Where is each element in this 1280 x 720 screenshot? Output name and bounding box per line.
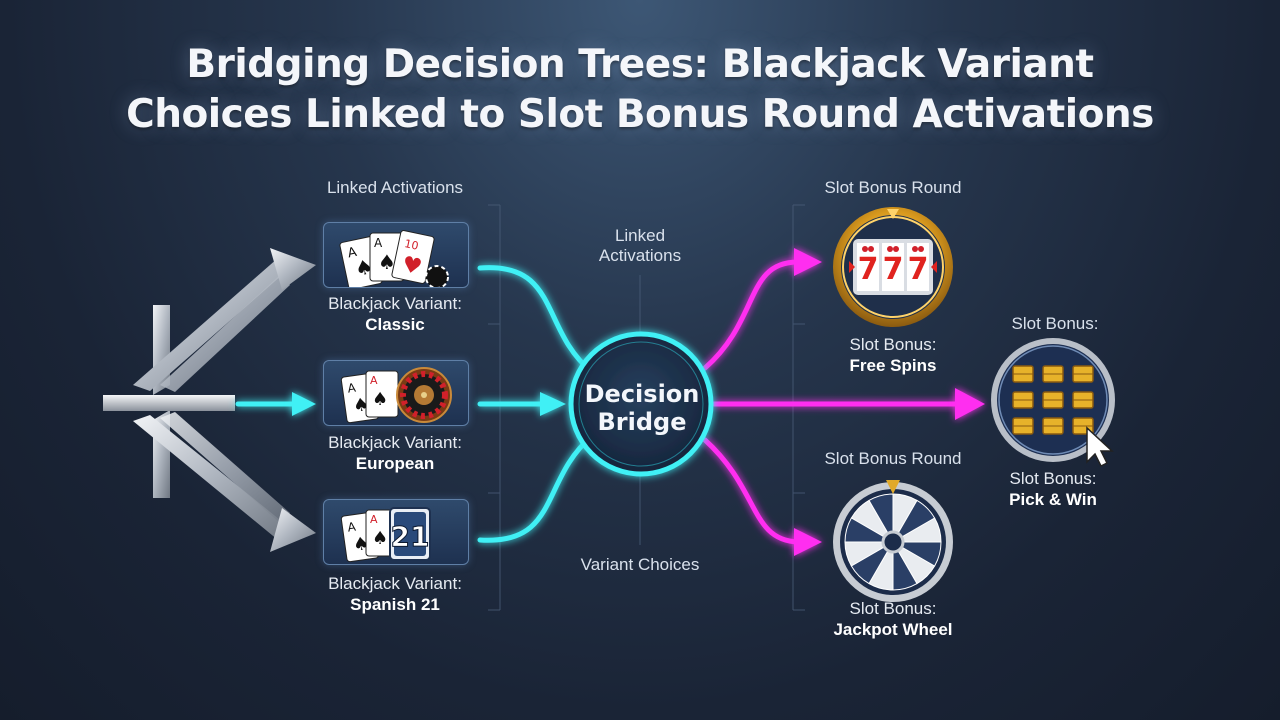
- cyan-arrowheads: [292, 392, 566, 416]
- variant-name: European: [355, 454, 435, 473]
- bonus-name: Free Spins: [849, 356, 937, 375]
- bonus-name: Jackpot Wheel: [833, 620, 953, 639]
- bridge-line-1: Decision: [584, 380, 700, 408]
- svg-text:10: 10: [403, 237, 419, 253]
- page-title: Bridging Decision Trees: Blackjack Varia…: [0, 40, 1280, 140]
- svg-text:A: A: [370, 374, 378, 387]
- center-top-label: Linked Activations: [560, 226, 720, 266]
- variant-card-european: A ♠ A ♠: [323, 360, 469, 426]
- svg-text:♠: ♠: [352, 394, 371, 417]
- svg-text:♠: ♠: [372, 528, 388, 549]
- svg-text:A: A: [374, 236, 383, 250]
- variant-name: Classic: [365, 315, 425, 334]
- variant-name: Spanish 21: [350, 595, 440, 614]
- svg-text:A: A: [347, 380, 358, 395]
- center-top-line-1: Linked: [614, 226, 666, 245]
- bonus-caption-free-spins: Slot Bonus: Free Spins: [803, 334, 983, 376]
- variant-caption-text: Blackjack Variant:: [328, 574, 462, 593]
- bonus-name: Pick & Win: [1009, 490, 1097, 509]
- bonus-caption-jackpot-wheel: Slot Bonus: Jackpot Wheel: [803, 598, 983, 640]
- root-branch-shape: [103, 248, 316, 552]
- cyan-flows: [235, 265, 595, 543]
- svg-text:7: 7: [908, 252, 929, 287]
- variant-caption-european: Blackjack Variant: European: [305, 432, 485, 474]
- svg-text:♠: ♠: [352, 533, 371, 556]
- variant-caption-classic: Blackjack Variant: Classic: [305, 293, 485, 335]
- cards-roulette-icon: A ♠ A ♠: [340, 367, 452, 424]
- svg-text:A: A: [347, 519, 358, 534]
- svg-text:♠: ♠: [372, 389, 388, 410]
- title-line-2: Choices Linked to Slot Bonus Round Activ…: [126, 92, 1154, 137]
- svg-text:♠: ♠: [353, 254, 376, 281]
- variant-card-classic: A ♠ A ♠ 10 ♥: [323, 222, 469, 290]
- cards-chip-icon: A ♠ A ♠ 10 ♥: [339, 230, 449, 290]
- svg-text:7: 7: [883, 252, 904, 287]
- far-right-header-label: Slot Bonus:: [1011, 314, 1099, 333]
- jackpot-wheel-icon: [833, 480, 953, 602]
- variant-caption-spanish-21: Blackjack Variant: Spanish 21: [305, 573, 485, 615]
- svg-text:21: 21: [391, 520, 430, 553]
- svg-text:A: A: [370, 513, 378, 526]
- variant-card-spanish-21: A ♠ A ♠ 21: [323, 499, 469, 565]
- center-top-line-2: Activations: [598, 246, 682, 265]
- slot-777-icon: 7 7 7: [833, 207, 953, 327]
- bonus-caption-text: Slot Bonus:: [849, 335, 937, 354]
- bonus-caption-pick-win: Slot Bonus: Pick & Win: [963, 468, 1143, 510]
- variant-caption-text: Blackjack Variant:: [328, 433, 462, 452]
- magenta-arrowheads: [794, 248, 985, 556]
- decision-bridge-label: Decision Bridge: [572, 380, 712, 436]
- center-bottom-label: Variant Choices: [580, 555, 700, 574]
- bonus-caption-text: Slot Bonus:: [1009, 469, 1097, 488]
- bonus-caption-text: Slot Bonus:: [849, 599, 937, 618]
- right-header-top-label: Slot Bonus Round: [824, 178, 962, 197]
- variant-caption-text: Blackjack Variant:: [328, 294, 462, 313]
- treasure-grid-icon: [991, 338, 1115, 468]
- svg-text:A: A: [346, 245, 358, 262]
- magenta-flows: [702, 259, 963, 545]
- bridge-line-2: Bridge: [597, 408, 687, 436]
- right-header-bottom-label: Slot Bonus Round: [824, 449, 962, 468]
- decision-bridge-node: [568, 331, 714, 477]
- left-header-label: Linked Activations: [326, 178, 464, 197]
- svg-text:♠: ♠: [378, 250, 396, 274]
- svg-text:7: 7: [858, 252, 879, 287]
- title-line-1: Bridging Decision Trees: Blackjack Varia…: [186, 42, 1094, 87]
- cards-21-icon: A ♠ A ♠ 21: [340, 507, 431, 563]
